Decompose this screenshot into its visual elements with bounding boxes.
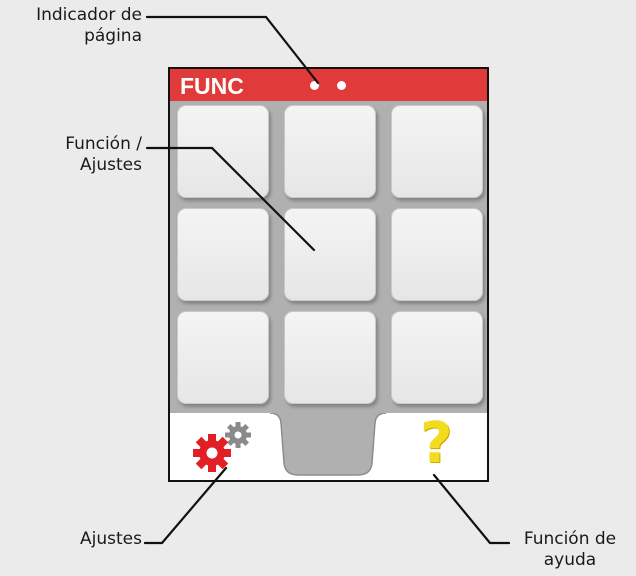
callout-function-settings: Función / Ajustes <box>4 134 142 176</box>
leader-help-function <box>432 473 511 545</box>
callout-page-indicator: Indicador de página <box>4 5 142 47</box>
callout-help-function-line1: Función de <box>523 529 617 549</box>
question-mark-icon: ? <box>420 411 453 476</box>
function-tile-2[interactable] <box>284 105 376 198</box>
settings-button[interactable] <box>188 421 258 473</box>
help-button[interactable]: ? <box>414 413 464 475</box>
callout-settings-line1: Ajustes <box>80 529 142 549</box>
function-tile-7[interactable] <box>177 311 269 404</box>
function-tile-8[interactable] <box>284 311 376 404</box>
bottom-bar: ? <box>170 413 487 480</box>
callout-page-indicator-line2: página <box>84 26 142 46</box>
header-title: FUNC <box>180 73 244 99</box>
function-tile-9[interactable] <box>391 311 483 404</box>
callout-settings: Ajustes <box>4 529 142 550</box>
callout-page-indicator-line1: Indicador de <box>36 5 142 25</box>
bottom-bar-shape <box>170 413 487 480</box>
function-tile-1[interactable] <box>177 105 269 198</box>
page-indicator-dot-1[interactable] <box>310 81 319 90</box>
function-tile-3[interactable] <box>391 105 483 198</box>
callout-function-settings-line1: Función / <box>65 134 142 154</box>
gears-icon <box>193 422 251 472</box>
function-grid <box>177 105 484 404</box>
callout-function-settings-line2: Ajustes <box>80 155 142 175</box>
callout-help-function-line2: ayuda <box>543 550 597 570</box>
function-tile-4[interactable] <box>177 208 269 301</box>
page-indicator-dot-2[interactable] <box>337 81 346 90</box>
function-header: FUNC <box>170 69 487 101</box>
function-tile-6[interactable] <box>391 208 483 301</box>
function-tile-5[interactable] <box>284 208 376 301</box>
callout-help-function: Función de ayuda <box>508 529 632 571</box>
device-screen: FUNC <box>168 67 489 482</box>
